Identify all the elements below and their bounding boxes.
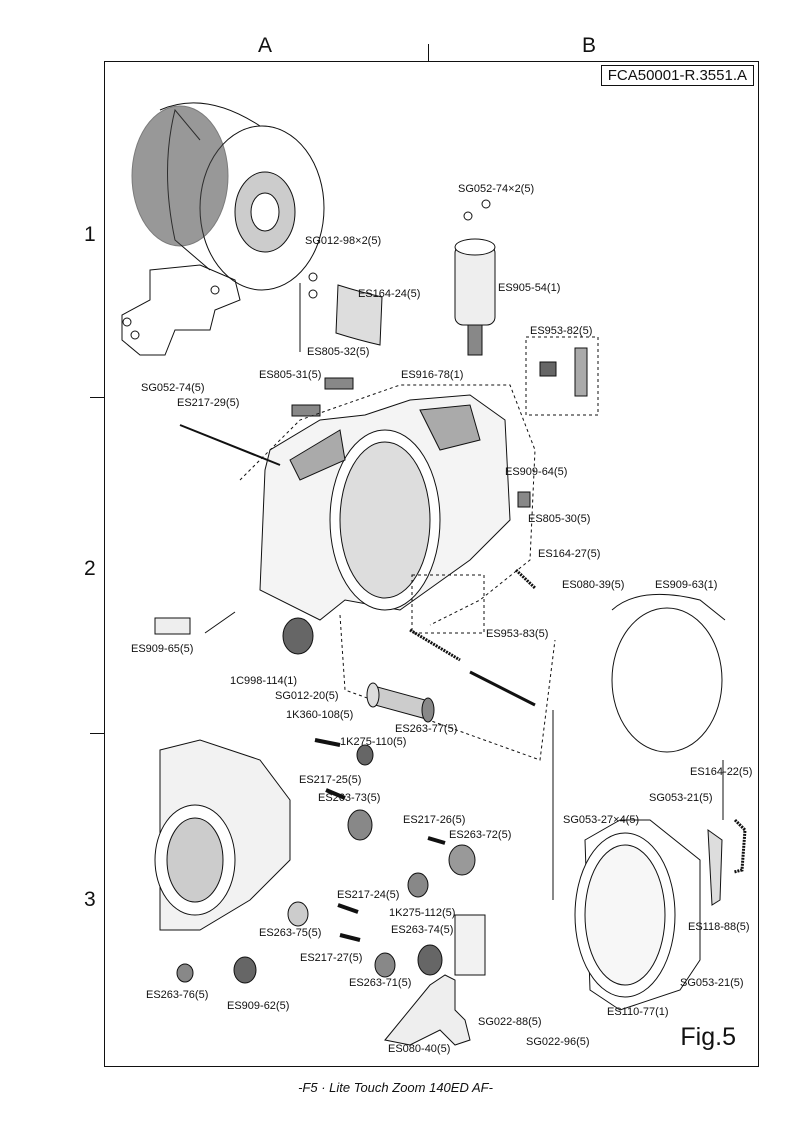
part-label: ES953-83(5) [486,628,548,640]
row-divider-tick-2 [90,733,104,734]
part-label: ES217-25(5) [299,774,361,786]
drawing-frame: FCA50001-R.3551.A Fig.5 [104,61,759,1067]
part-label: ES909-63(1) [655,579,717,591]
part-label: ES905-54(1) [498,282,560,294]
part-label: 1K275-112(5) [389,907,455,919]
part-label: SG053-21(5) [680,977,744,989]
grid-column-b: B [582,34,597,57]
part-label: ES909-65(5) [131,643,193,655]
part-label: ES916-78(1) [401,369,463,381]
lower-housing [154,739,291,931]
row-divider-tick-1 [90,397,104,398]
grid-row-2: 2 [84,557,96,580]
part-label: ES909-62(5) [227,1000,289,1012]
main-chassis [259,394,511,621]
part-label: ES263-77(5) [395,723,457,735]
part-label: SG022-96(5) [526,1036,590,1048]
page-footer: -F5 · Lite Touch Zoom 140ED AF- [298,1080,493,1095]
part-label: SG053-21(5) [649,792,713,804]
part-label: 1K275-110(5) [340,736,406,748]
part-label: ES217-27(5) [300,952,362,964]
part-label: ES263-75(5) [259,927,321,939]
part-label: ES909-64(5) [505,466,567,478]
part-label: 1C998-114(1) [230,675,297,687]
part-label: ES080-39(5) [562,579,624,591]
part-label: ES217-26(5) [403,814,465,826]
part-label: 1K360-108(5) [286,709,353,721]
part-label: ES263-73(5) [318,792,380,804]
part-label: SG012-98×2(5) [305,235,381,247]
part-label: ES217-24(5) [337,889,399,901]
part-label: ES217-29(5) [177,397,239,409]
part-label: SG052-74(5) [141,382,205,394]
roller [366,682,435,723]
part-label: SG022-88(5) [478,1016,542,1028]
grid-row-3: 3 [84,888,96,911]
part-label: ES263-74(5) [391,924,453,936]
part-label: SG053-27×4(5) [563,814,639,826]
barrel-ring [611,593,726,753]
part-label: ES263-76(5) [146,989,208,1001]
drum-motor-assembly [121,102,325,356]
part-label: SG012-20(5) [275,690,339,702]
column-divider-tick [428,44,429,61]
document-id: FCA50001-R.3551.A [600,65,754,86]
part-label: ES263-72(5) [449,829,511,841]
part-label: ES805-31(5) [259,369,321,381]
part-label: ES118-88(5) [688,921,750,933]
part-label: ES080-40(5) [388,1043,450,1055]
part-label: ES805-30(5) [528,513,590,525]
part-label: ES164-22(5) [690,766,752,778]
part-label: ES110-77(1) [607,1006,669,1018]
part-label: ES953-82(5) [530,325,592,337]
back-plate [574,819,701,1011]
grid-row-1: 1 [84,223,96,246]
drive-motor [454,238,496,356]
part-label: ES164-27(5) [538,548,600,560]
part-label: ES805-32(5) [307,346,369,358]
part-label: SG052-74×2(5) [458,183,534,195]
figure-label: Fig.5 [680,1023,736,1051]
part-label: ES164-24(5) [358,288,420,300]
part-label: ES263-71(5) [349,977,411,989]
grid-column-a: A [258,34,273,57]
